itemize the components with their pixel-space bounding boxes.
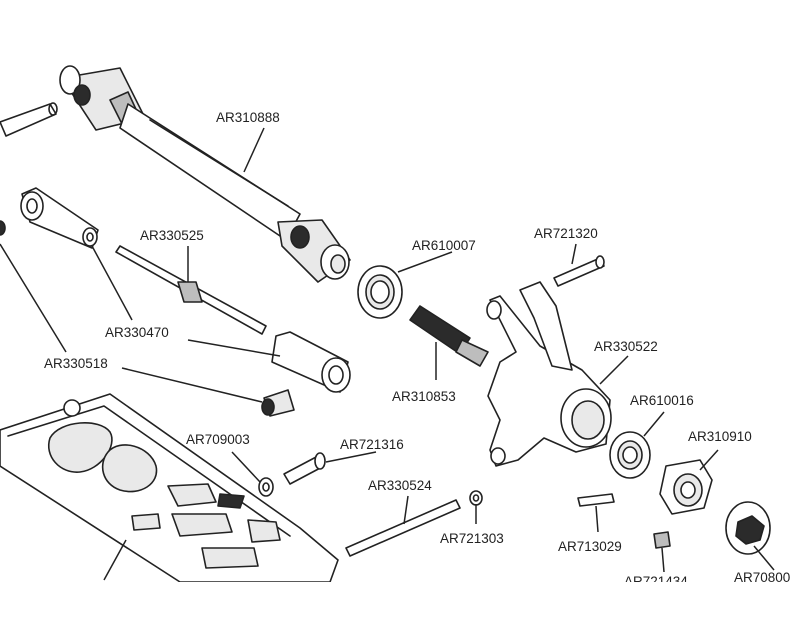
label-ar721316: AR721316	[340, 437, 404, 452]
part-pin-721316	[283, 452, 326, 485]
part-bearing-610007	[357, 265, 403, 319]
label-ar330518: AR330518	[44, 356, 108, 371]
part-nut	[725, 501, 771, 555]
part-bearing-610016	[609, 431, 651, 479]
part-axle	[409, 305, 489, 367]
part-lower-arm	[0, 393, 339, 583]
label-ar713029: AR713029	[558, 539, 622, 554]
part-labels: AR310888 AR330525 AR610007 AR721320 AR33…	[44, 110, 790, 589]
pin-top-left	[0, 102, 58, 137]
part-washer	[258, 477, 274, 497]
label-ar721320: AR721320	[534, 226, 598, 241]
part-turnbuckle	[115, 245, 267, 335]
part-set-screw	[653, 531, 671, 549]
label-ar330522: AR330522	[594, 339, 658, 354]
part-pin-713029	[577, 493, 615, 507]
part-pin-721320	[553, 255, 605, 287]
label-ar330524: AR330524	[368, 478, 432, 493]
part-rod	[345, 499, 461, 557]
label-ar330525: AR330525	[140, 228, 204, 243]
part-link-lower	[271, 331, 351, 393]
part-driveshaft	[59, 65, 351, 283]
label-ar330470: AR330470	[105, 325, 169, 340]
leader-lines	[0, 127, 775, 581]
label-ar709003: AR709003	[186, 432, 250, 447]
label-ar610007: AR610007	[412, 238, 476, 253]
part-link-upper	[20, 187, 99, 249]
part-small-nut	[469, 490, 483, 506]
label-ar310853: AR310853	[392, 389, 456, 404]
label-ar310910: AR310910	[688, 429, 752, 444]
label-ar610016: AR610016	[630, 393, 694, 408]
part-hex-hub	[659, 459, 713, 515]
label-ar708009: AR70800	[734, 570, 790, 585]
part-knuckle	[486, 281, 612, 467]
bottom-crop-band	[0, 582, 800, 640]
part-edge-link	[0, 220, 6, 236]
label-ar310888: AR310888	[216, 110, 280, 125]
label-ar721303: AR721303	[440, 531, 504, 546]
part-bushing	[261, 389, 295, 417]
